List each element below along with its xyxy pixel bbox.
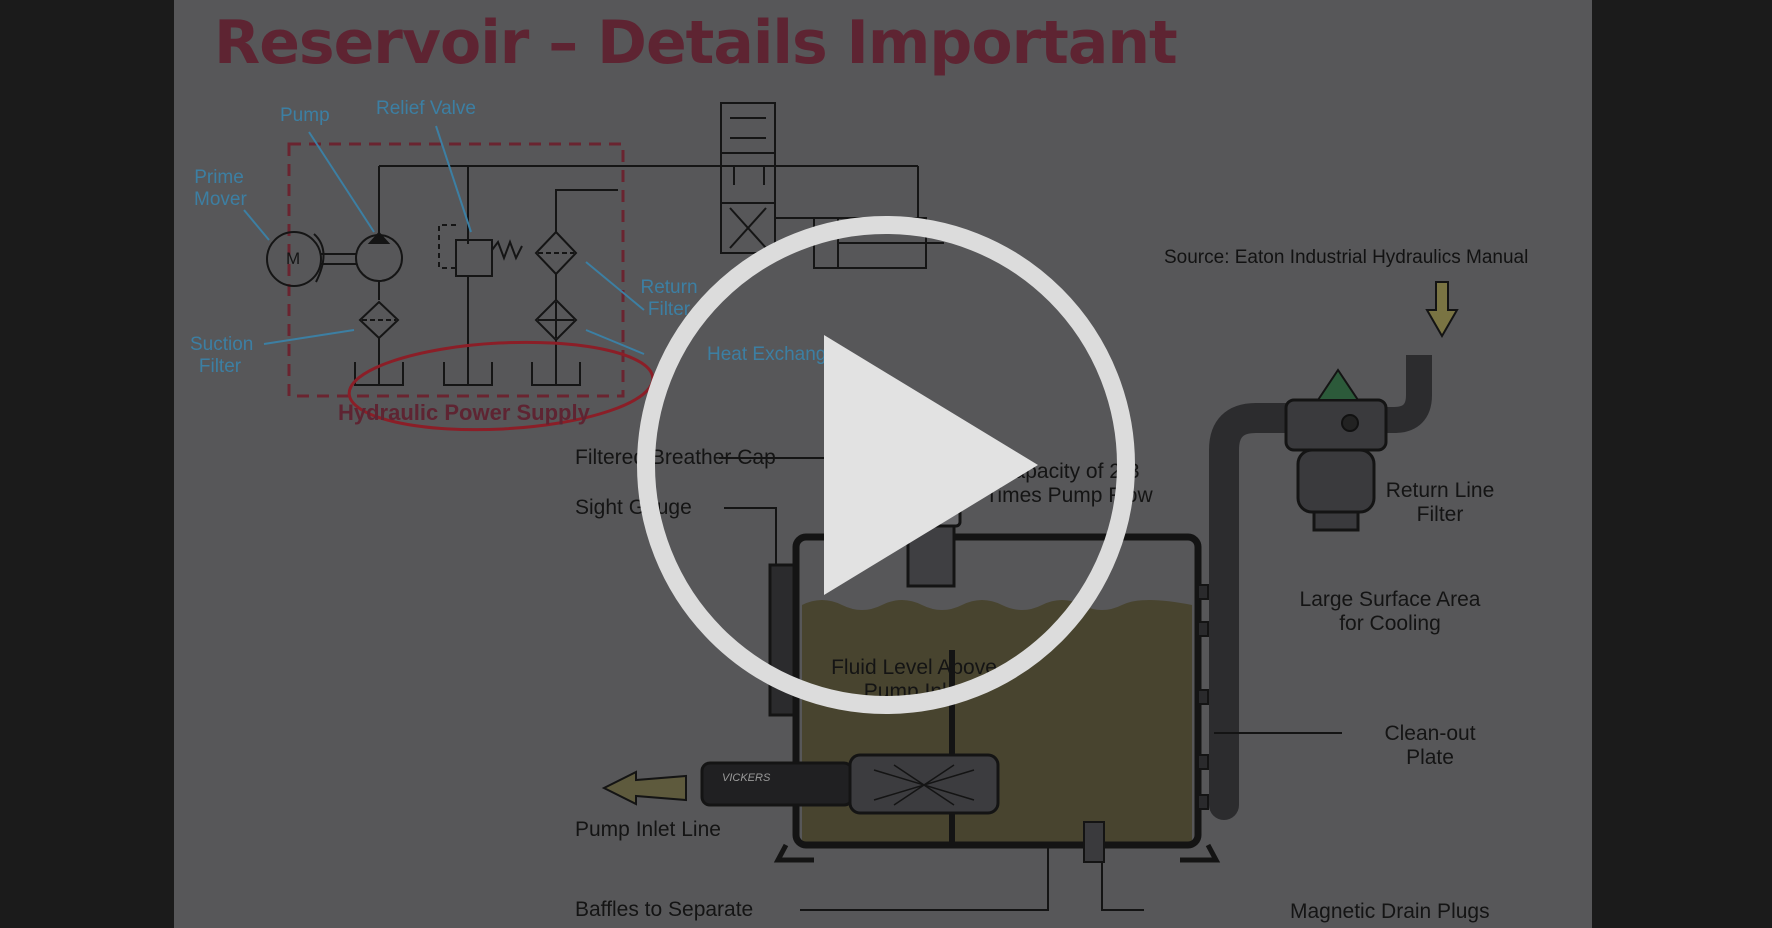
clean-out-plate-label: Clean-out Plate [1370,722,1490,770]
return-line-filter-body [1284,368,1388,532]
sight-gauge-label: Sight Gauge [575,496,692,519]
clean-out-plate-label-line1: Clean-out [1384,722,1476,745]
surface-area-label: Large Surface Area for Cooling [1290,588,1490,636]
flow-out-arrow [601,770,687,806]
return-filter-label-line1: Return [640,277,698,298]
motor-symbol [266,231,322,287]
return-line-filter-label: Return Line Filter [1370,479,1510,527]
baffles-label: Baffles to Separate [575,898,754,921]
video-frame: Reservoir – Details Important [174,0,1592,928]
play-icon [637,216,1135,714]
return-line-filter-label-line1: Return Line [1385,479,1495,502]
clean-out-plate-label-line2: Plate [1406,746,1454,769]
suction-filter-label: Suction Filter [190,334,254,378]
surface-area-label-line2: for Cooling [1339,612,1441,635]
source-citation: Source: Eaton Industrial Hydraulics Manu… [1164,247,1529,268]
surface-area-label-line1: Large Surface Area [1299,588,1481,611]
relief-valve-label: Relief Valve [376,98,476,119]
relief-valve-symbol [455,239,493,277]
prime-mover-label-line2: Mover [194,189,247,210]
pump-inlet-line-label: Pump Inlet Line [575,818,721,841]
return-line-filter-label-line2: Filter [1416,503,1464,526]
clean-out-plate-bolts [1197,584,1209,810]
play-button[interactable] [634,213,1138,717]
suction-strainer [848,753,1000,815]
circuit-schematic [266,102,944,398]
drain-plug [1083,821,1105,863]
suction-filter-label-line1: Suction [190,334,254,355]
return-filter-label-line2: Filter [647,299,691,320]
capacity-label-line2: Times Pump Flow [985,484,1153,507]
drain-plugs-label: Magnetic Drain Plugs [1290,900,1490,923]
return-pipe [1209,403,1309,820]
motor-symbol-label: M [286,249,301,268]
flow-in-arrow [1425,281,1459,339]
breather-cap-label: Filtered Breather Cap [575,446,776,469]
strainer-brand-label: VICKERS [722,772,771,784]
power-supply-box [287,142,625,398]
return-filter-label: Return Filter [629,277,709,321]
suction-filter-label-line2: Filter [198,356,242,377]
pump-label: Pump [280,105,330,126]
heat-exchanger-label: Heat Exchanger [707,344,844,365]
leader-lines [243,125,645,355]
inlet-pipe [700,761,854,807]
shaft-arrow [313,233,325,283]
power-supply-label: Hydraulic Power Supply [338,400,590,425]
fluid-level-label-line1: Fluid Level Above [831,656,997,679]
prime-mover-label-line1: Prime [194,167,244,188]
prime-mover-label: Prime Mover [194,167,247,211]
slide-title: Reservoir – Details Important [214,8,1178,78]
directional-valve-symbol [720,102,918,254]
